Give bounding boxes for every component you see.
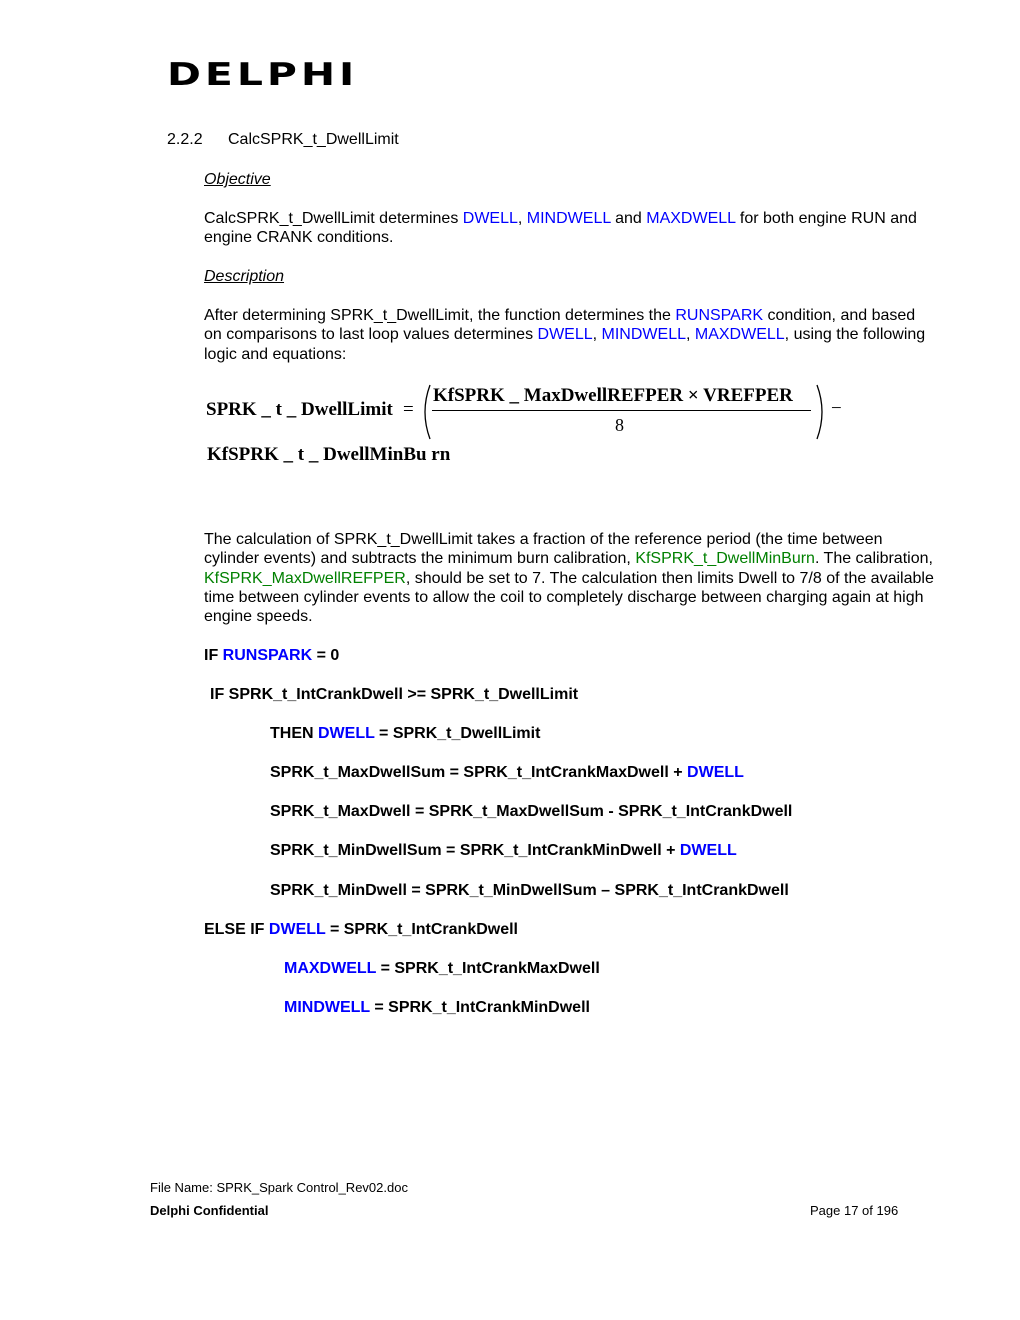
section-title: CalcSPRK_t_DwellLimit: [228, 131, 399, 148]
logic-line-6: SPRK_t_MinDwellSum = SPRK_t_IntCrankMinD…: [270, 841, 737, 860]
logic-line-2: IF SPRK_t_IntCrankDwell >= SPRK_t_DwellL…: [210, 686, 579, 703]
equation-minus: −: [831, 398, 842, 419]
logic-line-4: SPRK_t_MaxDwellSum = SPRK_t_IntCrankMaxD…: [270, 763, 744, 782]
equation-second-line: KfSPRK _ t _ DwellMinBu rn: [207, 444, 451, 465]
dwell-link[interactable]: DWELL: [537, 326, 593, 344]
runspark-link[interactable]: RUNSPARK: [222, 647, 313, 664]
section-number: 2.2.2: [167, 131, 203, 148]
runspark-link[interactable]: RUNSPARK: [675, 307, 764, 324]
logic-line-3: THEN DWELL = SPRK_t_DwellLimit: [270, 724, 540, 743]
mindwell-link[interactable]: MINDWELL: [284, 999, 370, 1016]
dwell-link[interactable]: DWELL: [318, 725, 375, 742]
logic-line-1: IF RUNSPARK = 0: [204, 646, 339, 665]
equation-numerator: KfSPRK _ MaxDwellREFPER × VREFPER: [433, 385, 793, 406]
mindwell-link[interactable]: MINDWELL: [601, 326, 686, 344]
logic-text: ELSE IF: [204, 921, 269, 938]
separator: ,: [517, 210, 527, 227]
separator: ,: [685, 326, 695, 344]
dwell-link[interactable]: DWELL: [268, 921, 326, 938]
calculation-text: The calculation of SPRK_t_DwellLimit tak…: [204, 531, 883, 568]
maxdwell-link[interactable]: MAXDWELL: [694, 326, 785, 344]
fraction-bar: [432, 410, 811, 411]
dwell-link[interactable]: DWELL: [679, 842, 737, 859]
logic-text: SPRK_t_MaxDwellSum = SPRK_t_IntCrankMaxD…: [270, 764, 688, 781]
logic-line-7: SPRK_t_MinDwell = SPRK_t_MinDwellSum – S…: [270, 882, 789, 899]
equation-equals: =: [403, 399, 414, 420]
logic-line-5: SPRK_t_MaxDwell = SPRK_t_MaxDwellSum - S…: [270, 803, 793, 820]
logic-text: IF: [204, 647, 223, 664]
maxdwell-link[interactable]: MAXDWELL: [646, 210, 736, 227]
delphi-logo: DELPHI: [167, 57, 359, 93]
footer-confidential: Delphi Confidential: [150, 1203, 269, 1218]
logic-text: = SPRK_t_IntCrankMaxDwell: [376, 960, 600, 977]
logic-text: = SPRK_t_IntCrankDwell: [325, 921, 518, 938]
separator: and: [610, 210, 647, 227]
description-paragraph: After determining SPRK_t_DwellLimit, the…: [204, 306, 932, 364]
left-paren-icon: [424, 384, 431, 440]
description-heading: Description: [204, 268, 285, 285]
logic-line-8: ELSE IF DWELL = SPRK_t_IntCrankDwell: [204, 920, 518, 939]
equation-denominator: 8: [615, 415, 624, 435]
description-text: , using the following logic and equation…: [204, 326, 926, 363]
logic-line-10: MINDWELL = SPRK_t_IntCrankMinDwell: [284, 998, 590, 1017]
calibration-maxdwellrefper[interactable]: KfSPRK_MaxDwellREFPER: [204, 569, 406, 587]
right-paren-icon: [816, 384, 823, 440]
separator: ,: [592, 326, 602, 344]
maxdwell-link[interactable]: MAXDWELL: [284, 960, 377, 977]
footer-page-number: Page 17 of 196: [810, 1203, 899, 1218]
dwell-link[interactable]: DWELL: [687, 764, 744, 781]
calculation-text: . The calibration,: [814, 550, 933, 568]
objective-text: for both engine RUN and engine CRANK con…: [204, 210, 917, 247]
mindwell-link[interactable]: MINDWELL: [526, 210, 611, 227]
dwell-link[interactable]: DWELL: [462, 210, 518, 227]
calculation-paragraph: The calculation of SPRK_t_DwellLimit tak…: [204, 530, 934, 626]
logic-text: = SPRK_t_DwellLimit: [374, 725, 541, 742]
logic-text: THEN: [270, 725, 318, 742]
footer-file-name: File Name: SPRK_Spark Control_Rev02.doc: [150, 1180, 408, 1195]
equation-lhs: SPRK _ t _ DwellLimit: [206, 399, 393, 420]
description-text: condition, and based on comparisons to l…: [204, 307, 916, 344]
objective-paragraph: CalcSPRK_t_DwellLimit determines DWELL, …: [204, 209, 932, 248]
logic-line-9: MAXDWELL = SPRK_t_IntCrankMaxDwell: [284, 959, 600, 978]
logic-text: = 0: [312, 647, 340, 664]
logic-text: SPRK_t_MinDwellSum = SPRK_t_IntCrankMinD…: [270, 842, 680, 859]
calculation-text: , should be set to 7. The calculation th…: [204, 569, 934, 626]
logic-text: = SPRK_t_IntCrankMinDwell: [369, 999, 590, 1016]
objective-text: CalcSPRK_t_DwellLimit determines: [204, 210, 463, 227]
description-text: After determining SPRK_t_DwellLimit, the…: [204, 307, 676, 324]
calibration-dwellminburn[interactable]: KfSPRK_t_DwellMinBurn: [635, 550, 815, 568]
objective-heading: Objective: [204, 171, 271, 188]
